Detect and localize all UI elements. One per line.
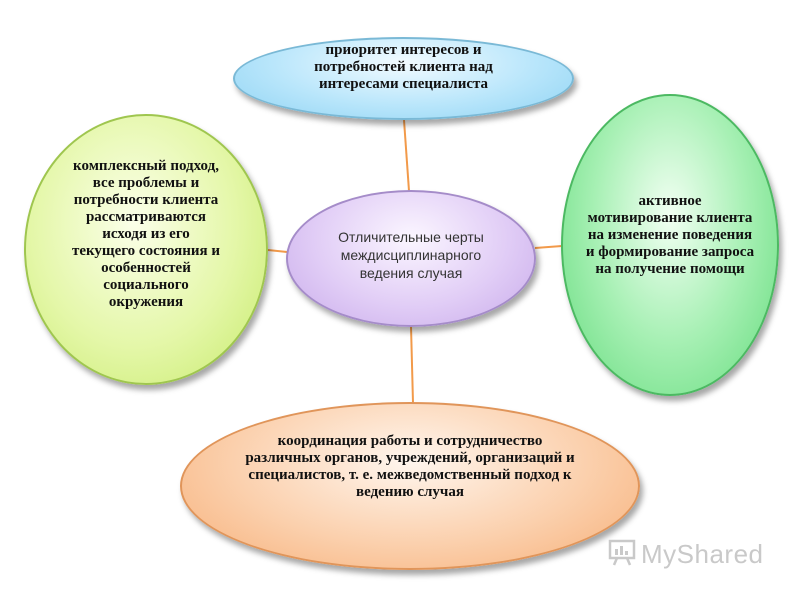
connector-left — [267, 249, 288, 253]
connector-right — [534, 245, 563, 249]
node-client-priority: приоритет интересов и потребностей клиен… — [233, 37, 574, 120]
node-center-topic: Отличительные черты междисциплинарного в… — [286, 190, 536, 327]
node-complex-approach: комплексный подход, все проблемы и потре… — [24, 114, 268, 385]
node-complex-approach-label: комплексный подход, все проблемы и потре… — [71, 158, 221, 310]
node-active-motivation-label: активное мотивирование клиента на измене… — [585, 192, 755, 277]
node-center-topic-label: Отличительные черты междисциплинарного в… — [338, 228, 484, 281]
connector-top — [403, 119, 410, 192]
node-coordination-label: координация работы и сотрудничество разл… — [245, 433, 575, 500]
node-coordination: координация работы и сотрудничество разл… — [180, 402, 640, 570]
watermark-text: MyShared — [641, 539, 764, 569]
watermark: MyShared — [607, 537, 764, 572]
connector-bottom — [410, 325, 414, 404]
node-client-priority-label: приоритет интересов и потребностей клиен… — [314, 42, 493, 92]
presentation-board-icon — [607, 537, 637, 572]
node-active-motivation: активное мотивирование клиента на измене… — [561, 94, 779, 396]
